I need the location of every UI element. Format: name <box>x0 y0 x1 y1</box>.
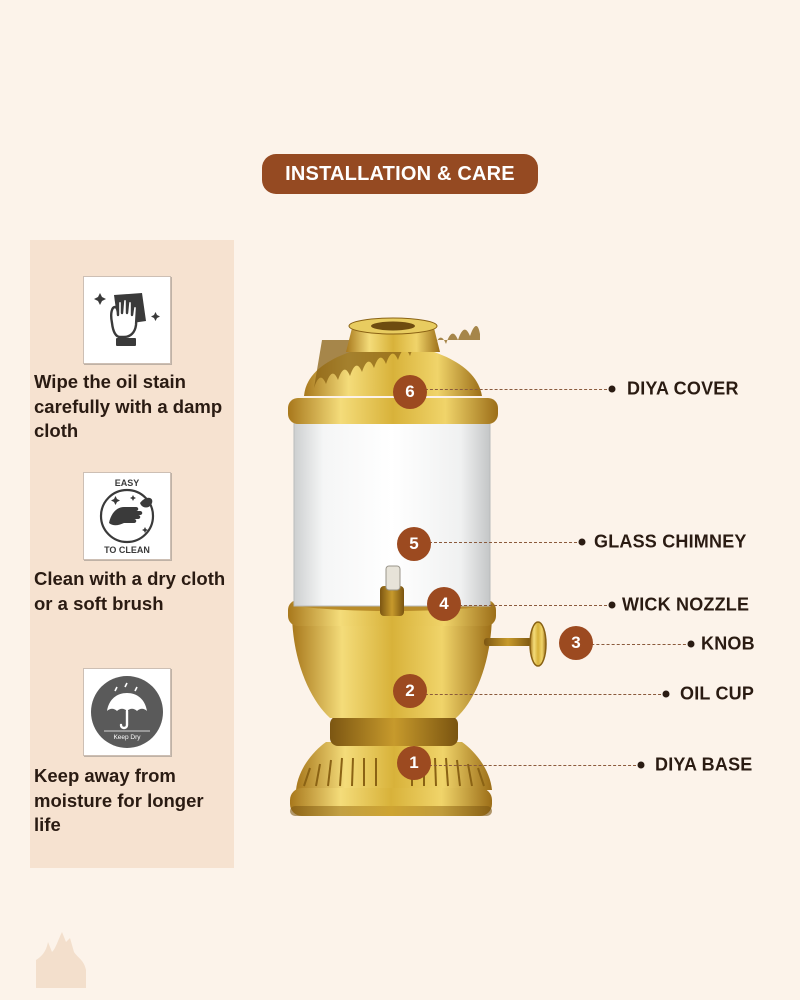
hand-wipe-cloth-icon <box>83 276 171 364</box>
leader-dot-knob <box>687 640 695 648</box>
leader-line-oil-cup <box>410 694 666 695</box>
leader-line-knob <box>576 644 691 645</box>
care-text-moisture: Keep away from moisture for longer life <box>34 765 204 835</box>
leader-line-diya-base <box>414 765 641 766</box>
part-number-1: 1 <box>397 746 431 780</box>
leader-dot-wick-nozzle <box>608 601 616 609</box>
part-label-knob: KNOB <box>701 633 755 654</box>
to-clean-badge-text: TO CLEAN <box>104 545 150 555</box>
part-number-5: 5 <box>397 527 431 561</box>
leader-dot-diya-cover <box>608 385 616 393</box>
part-label-diya-cover: DIYA COVER <box>627 378 739 399</box>
part-label-oil-cup: OIL CUP <box>680 683 755 704</box>
easy-to-clean-icon: EASY TO CLEAN <box>83 472 171 560</box>
leader-line-wick-nozzle <box>444 605 612 606</box>
leader-dot-glass-chimney <box>578 538 586 546</box>
leader-line-glass-chimney <box>414 542 582 543</box>
brand-mark-icon <box>36 932 86 988</box>
leader-line-diya-cover <box>410 389 612 390</box>
part-number-3: 3 <box>559 626 593 660</box>
part-label-wick-nozzle: WICK NOZZLE <box>622 594 750 615</box>
easy-badge-text: EASY <box>115 478 140 488</box>
section-title: INSTALLATION & CARE <box>262 154 538 194</box>
leader-dot-diya-base <box>637 761 645 769</box>
care-instructions-panel: Wipe the oil stain carefully with a damp… <box>30 240 234 868</box>
keep-dry-umbrella-icon: Keep Dry <box>83 668 171 756</box>
care-text-clean: Clean with a dry cloth or a soft brush <box>34 568 226 614</box>
part-label-glass-chimney: GLASS CHIMNEY <box>594 531 747 552</box>
care-text-wipe: Wipe the oil stain carefully with a damp… <box>34 371 223 441</box>
part-number-4: 4 <box>427 587 461 621</box>
part-number-2: 2 <box>393 674 427 708</box>
part-label-diya-base: DIYA BASE <box>655 754 753 775</box>
part-number-6: 6 <box>393 375 427 409</box>
keep-dry-badge-text: Keep Dry <box>113 734 141 741</box>
leader-dot-oil-cup <box>662 690 670 698</box>
